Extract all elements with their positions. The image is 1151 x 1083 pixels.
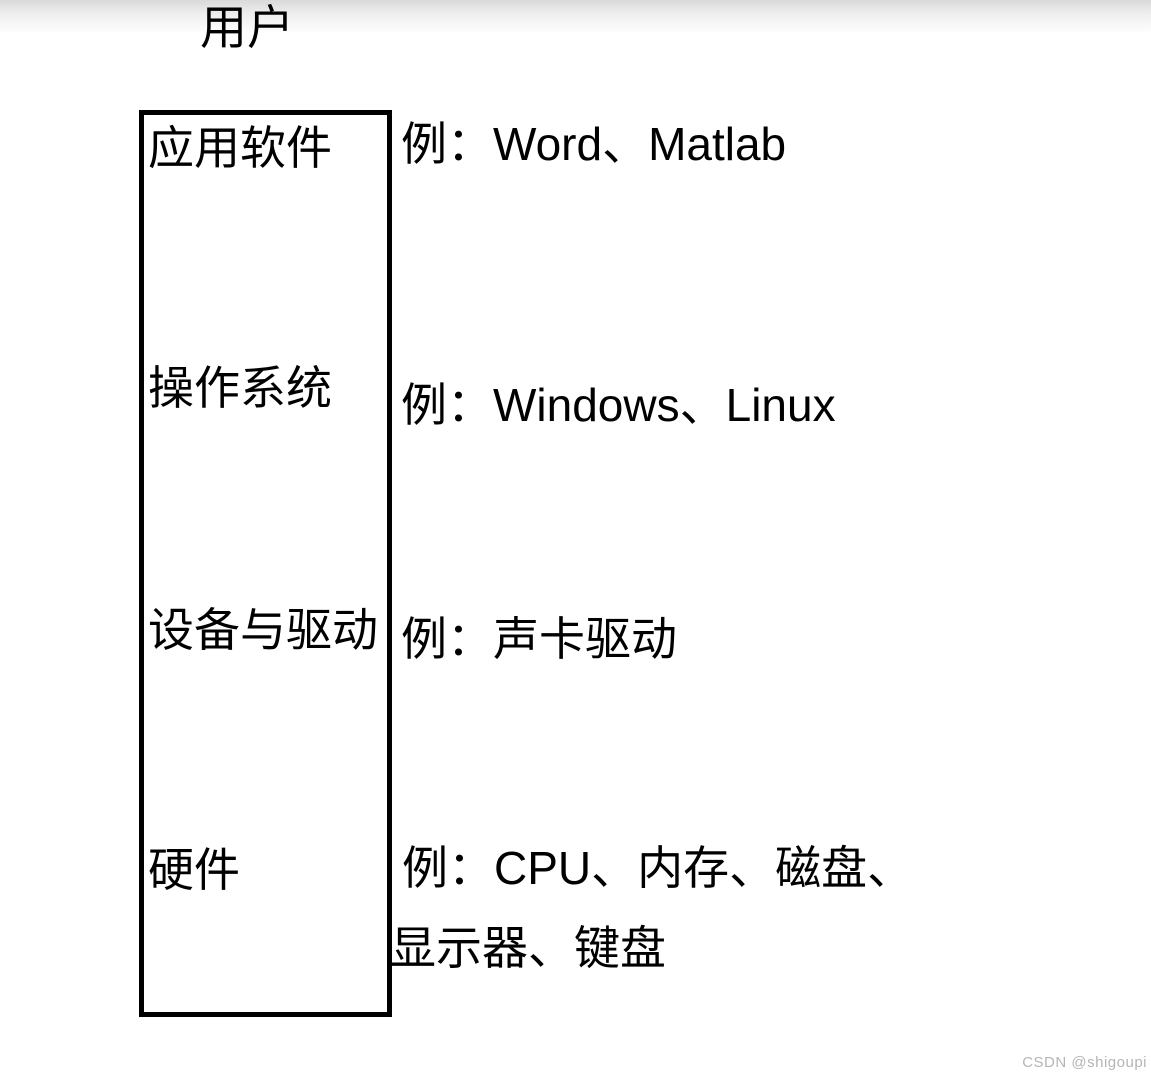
example-hardware: 例：CPU、内存、磁盘、显示器、键盘 bbox=[390, 842, 914, 974]
software-stack-box: 应用软件 操作系统 设备与驱动 硬件 bbox=[139, 110, 392, 1017]
layer-label-application-software: 应用软件 bbox=[148, 122, 332, 174]
layer-label-devices-and-drivers: 设备与驱动 bbox=[148, 604, 378, 656]
example-devices-and-drivers: 例：声卡驱动 bbox=[401, 613, 677, 665]
user-label: 用户 bbox=[200, 1, 294, 54]
layer-label-operating-system: 操作系统 bbox=[148, 362, 332, 414]
example-operating-system: 例：Windows、Linux bbox=[401, 379, 836, 431]
layer-label-hardware: 硬件 bbox=[148, 844, 240, 896]
example-application-software: 例：Word、Matlab bbox=[401, 118, 787, 170]
watermark: CSDN @shigoupi bbox=[1022, 1054, 1147, 1071]
top-gradient bbox=[0, 0, 1151, 34]
